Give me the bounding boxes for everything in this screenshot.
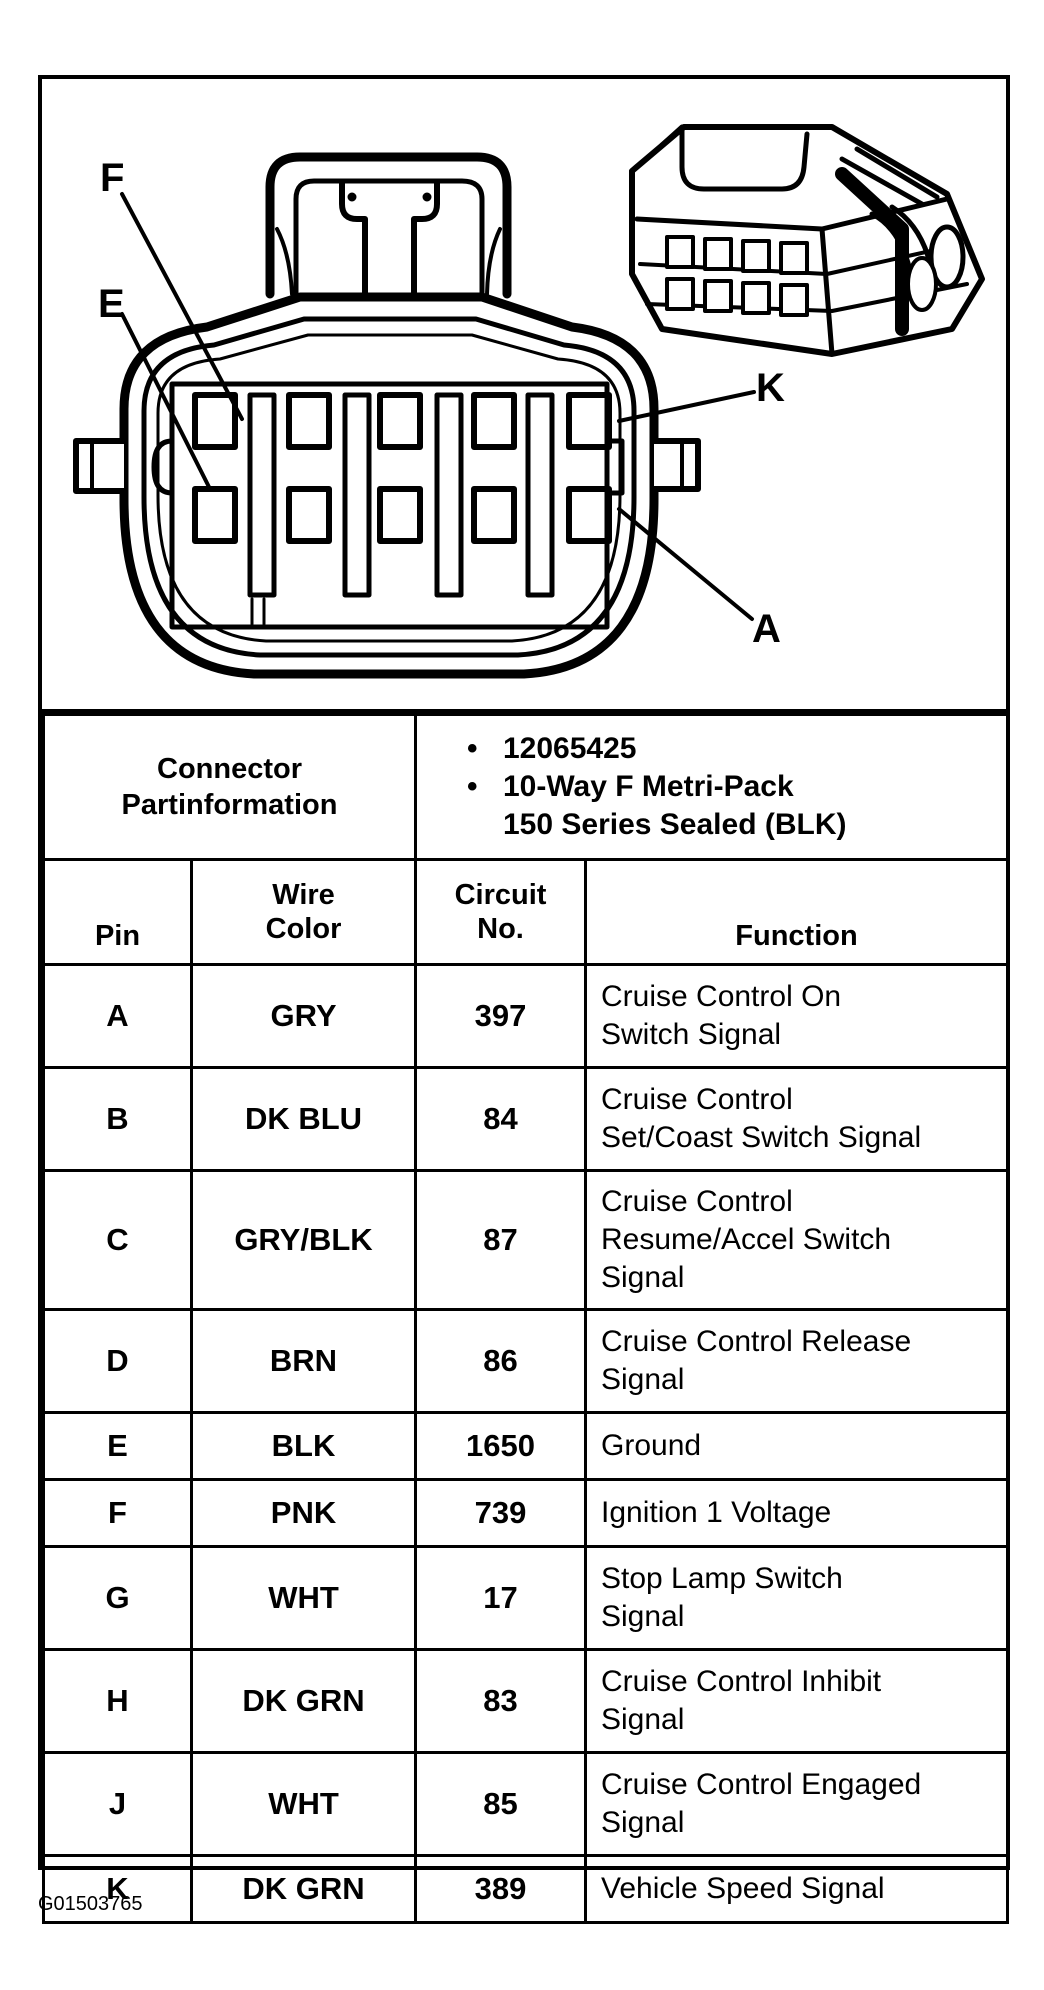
- function-cell: Cruise Control Inhibit Signal: [584, 1648, 1009, 1754]
- figure-frame: F E K A Connector Partinformation 120654…: [38, 75, 1010, 1924]
- circuit-cell: 84: [414, 1066, 587, 1172]
- wire-color-cell: BLK: [190, 1411, 417, 1481]
- circuit-cell: 17: [414, 1545, 587, 1651]
- wire-color-cell: WHT: [190, 1545, 417, 1651]
- table-row: K DK GRN 389 Vehicle Speed Signal: [42, 1854, 1009, 1924]
- circuit-cell: 389: [414, 1854, 587, 1924]
- function-line: Resume/Accel Switch: [601, 1223, 892, 1256]
- wire-color-cell: WHT: [190, 1751, 417, 1857]
- function-line: Cruise Control On: [601, 980, 842, 1013]
- function-line: Signal: [601, 1806, 685, 1839]
- header-circuit-line1: Circuit: [454, 879, 547, 911]
- pin-label-k: K: [756, 366, 785, 410]
- function-line: Cruise Control: [601, 1083, 793, 1116]
- pin-cell: K: [42, 1854, 193, 1924]
- circuit-cell: 83: [414, 1648, 587, 1754]
- table-row: E BLK 1650 Ground: [42, 1411, 1009, 1481]
- table-header-row: Pin Wire Color Circuit No. Function: [42, 858, 1009, 966]
- connector-info-details: 12065425 10-Way F Metri-Pack 150 Series …: [414, 713, 1009, 861]
- pin-label-f: F: [100, 156, 124, 200]
- function-cell: Cruise Control Engaged Signal: [584, 1751, 1009, 1857]
- header-wire-color-line2: Color: [265, 913, 342, 945]
- circuit-cell: 86: [414, 1308, 587, 1414]
- function-cell: Cruise Control Set/Coast Switch Signal: [584, 1066, 1009, 1172]
- function-line: Ground: [601, 1429, 702, 1462]
- pin-cell: E: [42, 1411, 193, 1481]
- header-circuit-line2: No.: [477, 913, 524, 945]
- wire-color-cell: PNK: [190, 1478, 417, 1548]
- function-line: Cruise Control Inhibit: [601, 1665, 882, 1698]
- header-wire-color: Wire Color: [190, 858, 417, 966]
- header-circuit: Circuit No.: [414, 858, 587, 966]
- function-cell: Stop Lamp Switch Signal: [584, 1545, 1009, 1651]
- function-line: Signal: [601, 1703, 685, 1736]
- function-line: Set/Coast Switch Signal: [601, 1121, 922, 1154]
- pin-cell: H: [42, 1648, 193, 1754]
- connector-desc-line1: 10-Way F Metri-Pack: [467, 768, 1006, 806]
- table-row: F PNK 739 Ignition 1 Voltage: [42, 1478, 1009, 1548]
- table-row: A GRY 397 Cruise Control On Switch Signa…: [42, 963, 1009, 1069]
- function-line: Cruise Control: [601, 1185, 793, 1218]
- table-row: H DK GRN 83 Cruise Control Inhibit Signa…: [42, 1648, 1009, 1754]
- connector-label-line2: Partinformation: [121, 789, 338, 821]
- function-line: Signal: [601, 1261, 685, 1294]
- function-cell: Vehicle Speed Signal: [584, 1854, 1009, 1924]
- wire-color-cell: GRY/BLK: [190, 1169, 417, 1311]
- circuit-cell: 397: [414, 963, 587, 1069]
- circuit-cell: 1650: [414, 1411, 587, 1481]
- header-wire-color-line1: Wire: [272, 879, 335, 911]
- wire-color-cell: DK BLU: [190, 1066, 417, 1172]
- pin-cell: A: [42, 963, 193, 1069]
- table-row: D BRN 86 Cruise Control Release Signal: [42, 1308, 1009, 1414]
- pin-cell: G: [42, 1545, 193, 1651]
- table-row: B DK BLU 84 Cruise Control Set/Coast Swi…: [42, 1066, 1009, 1172]
- connector-info-label: Connector Partinformation: [42, 713, 417, 861]
- pinout-table: Connector Partinformation 12065425 10-Wa…: [42, 713, 1009, 1924]
- function-line: Signal: [601, 1600, 685, 1633]
- wire-color-cell: DK GRN: [190, 1648, 417, 1754]
- circuit-cell: 87: [414, 1169, 587, 1311]
- function-line: Cruise Control Release: [601, 1325, 912, 1358]
- pin-label-a: A: [752, 607, 781, 651]
- connector-drawing: F E K A: [73, 124, 985, 679]
- function-line: Cruise Control Engaged: [601, 1768, 922, 1801]
- wire-color-cell: BRN: [190, 1308, 417, 1414]
- table-row: J WHT 85 Cruise Control Engaged Signal: [42, 1751, 1009, 1857]
- function-line: Switch Signal: [601, 1018, 782, 1051]
- figure-caption: G01503765: [38, 1893, 143, 1915]
- circuit-cell: 739: [414, 1478, 587, 1548]
- function-line: Ignition 1 Voltage: [601, 1496, 832, 1529]
- connector-diagram: F E K A: [42, 79, 1006, 713]
- connector-label-line1: Connector: [157, 753, 302, 785]
- function-line: Vehicle Speed Signal: [601, 1872, 885, 1905]
- function-line: Stop Lamp Switch: [601, 1562, 843, 1595]
- pin-label-e: E: [98, 282, 125, 326]
- function-line: Signal: [601, 1363, 685, 1396]
- part-number: 12065425: [467, 730, 1006, 768]
- function-cell: Cruise Control Release Signal: [584, 1308, 1009, 1414]
- pin-cell: F: [42, 1478, 193, 1548]
- header-pin: Pin: [42, 858, 193, 966]
- table-row: G WHT 17 Stop Lamp Switch Signal: [42, 1545, 1009, 1651]
- pin-cell: C: [42, 1169, 193, 1311]
- pin-cell: B: [42, 1066, 193, 1172]
- connector-desc-line2: 150 Series Sealed (BLK): [503, 808, 847, 841]
- function-cell: Cruise Control Resume/Accel Switch Signa…: [584, 1169, 1009, 1311]
- table-row: C GRY/BLK 87 Cruise Control Resume/Accel…: [42, 1169, 1009, 1311]
- function-cell: Ground: [584, 1411, 1009, 1481]
- connector-info-row: Connector Partinformation 12065425 10-Wa…: [42, 713, 1009, 861]
- pin-cell: J: [42, 1751, 193, 1857]
- function-cell: Cruise Control On Switch Signal: [584, 963, 1009, 1069]
- function-cell: Ignition 1 Voltage: [584, 1478, 1009, 1548]
- header-function: Function: [584, 858, 1009, 966]
- wire-color-cell: GRY: [190, 963, 417, 1069]
- pin-cell: D: [42, 1308, 193, 1414]
- wire-color-cell: DK GRN: [190, 1854, 417, 1924]
- circuit-cell: 85: [414, 1751, 587, 1857]
